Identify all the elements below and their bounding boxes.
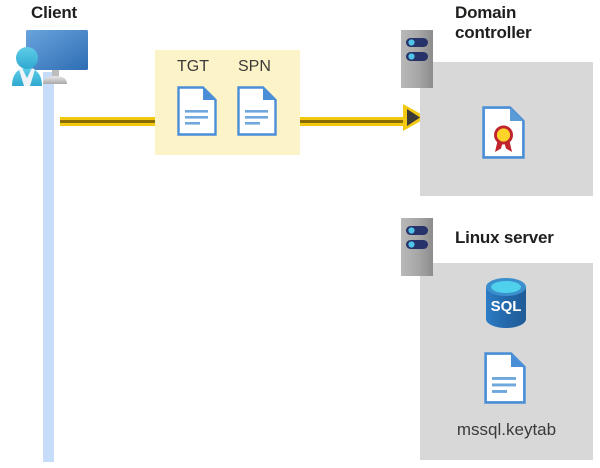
tgt-label: TGT	[177, 58, 209, 75]
linux-server-server-rack-icon	[401, 218, 433, 276]
domain-controller-title: Domain controller	[455, 3, 595, 43]
domain-controller-title-line2: controller	[455, 23, 532, 42]
sql-database-icon: SQL	[484, 277, 528, 329]
spn-label: SPN	[238, 58, 271, 75]
client-lifeline	[43, 72, 54, 462]
keytab-filename-label: mssql.keytab	[456, 420, 557, 439]
client-title: Client	[31, 3, 78, 22]
linux-server-title: Linux server	[455, 228, 554, 247]
user-computer-icon	[5, 26, 95, 88]
message-payload-box: TGT SPN	[155, 50, 300, 155]
svg-text:SQL: SQL	[491, 298, 522, 315]
domain-controller-title-line1: Domain	[455, 3, 517, 22]
flow-arrow-head-icon	[403, 104, 427, 131]
certificate-document-icon	[482, 106, 525, 159]
spn-document-icon	[237, 86, 277, 136]
tgt-document-icon	[177, 86, 217, 136]
domain-controller-server-rack-icon	[401, 30, 433, 88]
keytab-document-icon	[484, 352, 526, 404]
